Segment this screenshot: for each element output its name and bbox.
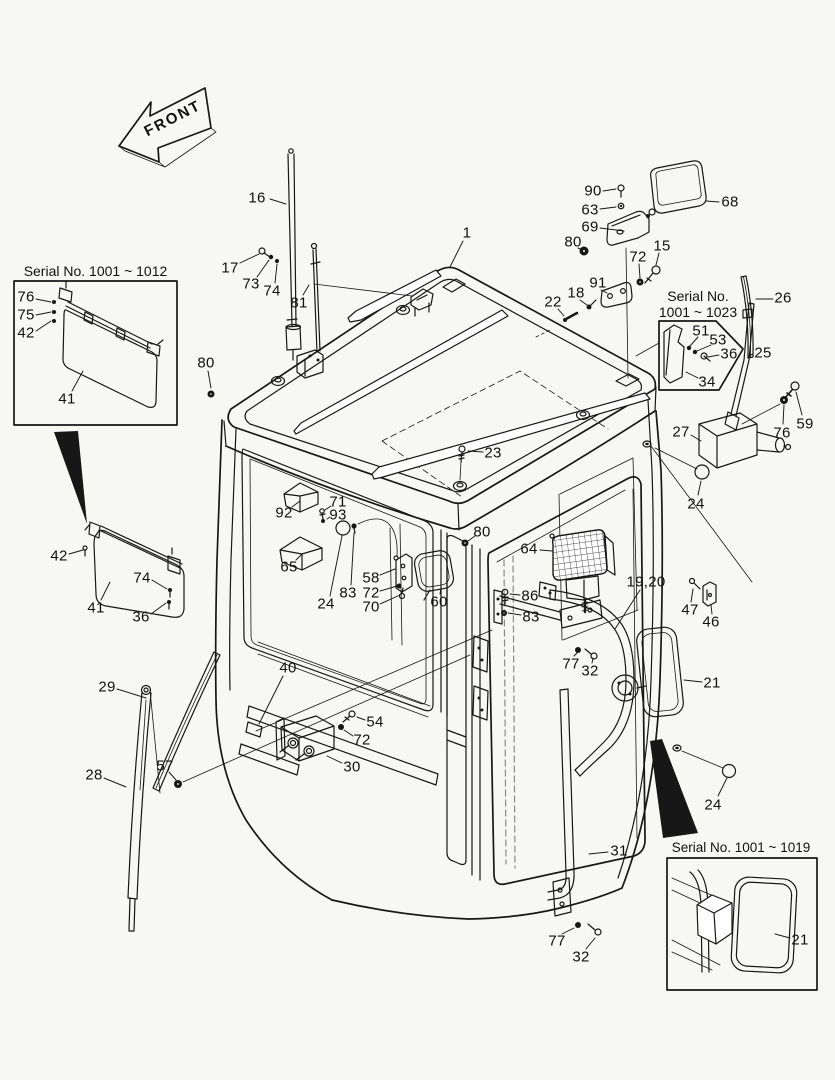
callout-53: 53 (709, 331, 727, 349)
callout-30: 30 (343, 758, 361, 776)
callout-74-antenna: 74 (263, 282, 281, 300)
callout-18: 18 (567, 284, 585, 302)
callout-71: 71 (329, 493, 347, 511)
callout-60: 60 (430, 593, 448, 611)
callout-24-right-lower: 24 (704, 796, 722, 814)
front-brackets-group (279, 482, 399, 571)
callout-92: 92 (275, 504, 293, 522)
callout-21-mirror: 21 (703, 674, 721, 692)
callout-65: 65 (280, 558, 298, 576)
callout-80-topright: 80 (564, 233, 582, 251)
callout-70: 70 (362, 598, 380, 616)
callout-63: 63 (581, 201, 599, 219)
leader-lines (35, 188, 803, 950)
callout-72-bottom: 72 (353, 731, 371, 749)
callout-76-right: 76 (773, 424, 791, 442)
callout-15: 15 (653, 237, 671, 255)
callout-46: 46 (702, 613, 720, 631)
callout-90: 90 (584, 182, 602, 200)
front-wiper-group (127, 629, 493, 932)
callout-54: 54 (366, 713, 384, 731)
callout-80-left: 80 (197, 354, 215, 372)
callout-32-bottom: 32 (572, 948, 590, 966)
callout-21-inset3: 21 (791, 931, 809, 949)
callout-36-inset2: 36 (720, 345, 738, 363)
callout-77-mid: 77 (562, 655, 580, 673)
callout-32-mid: 32 (581, 662, 599, 680)
handle-31-group (547, 688, 602, 936)
callout-68: 68 (721, 193, 739, 211)
inset-serial-1012-title: Serial No. 1001 ~ 1012 (23, 263, 168, 279)
callout-28: 28 (85, 766, 103, 784)
callout-24-center: 24 (317, 595, 335, 613)
callout-40: 40 (279, 659, 297, 677)
inset-box-serial-1023 (635, 320, 744, 391)
washer-pump-group (245, 710, 356, 762)
callout-19-20: 19,20 (626, 573, 666, 591)
callout-16: 16 (248, 189, 266, 207)
callout-41-inset1: 41 (58, 390, 76, 408)
pointer-wedge-bottom-right (650, 739, 698, 838)
mirror-21-group (538, 577, 717, 777)
small-plugs (207, 390, 469, 547)
callout-72-topright: 72 (629, 248, 647, 266)
front-arrow-shape (118, 87, 217, 168)
callout-51: 51 (692, 322, 710, 340)
callout-34: 34 (698, 373, 716, 391)
callout-17: 17 (221, 259, 239, 277)
callout-23: 23 (484, 444, 502, 462)
construction-lines (313, 283, 413, 297)
inset-box-serial-1019 (666, 857, 818, 991)
work-lamp-group (493, 529, 616, 629)
callout-47: 47 (681, 601, 699, 619)
callout-59: 59 (796, 415, 814, 433)
callout-83-right: 83 (522, 608, 540, 626)
callout-86: 86 (521, 587, 539, 605)
callout-41-visor: 41 (87, 599, 105, 617)
callout-31: 31 (610, 842, 628, 860)
sun-visor-main (82, 521, 185, 618)
inset-box-serial-1012 (13, 280, 178, 426)
inset-serial-1023-title-line2: 1001 ~ 1023 (658, 304, 738, 320)
beacon-lamp-group (535, 160, 707, 379)
callout-26: 26 (774, 289, 792, 307)
callout-27: 27 (672, 423, 690, 441)
callout-36-visor: 36 (132, 608, 150, 626)
callout-81: 81 (290, 294, 308, 312)
pointer-wedge-top-left (54, 431, 87, 524)
roof-caps (270, 278, 640, 492)
callout-29: 29 (98, 678, 116, 696)
side-plugs (642, 440, 753, 779)
cab-body (214, 266, 664, 920)
inset-serial-1019-title: Serial No. 1001 ~ 1019 (671, 840, 811, 855)
callout-72-center: 72 (362, 584, 380, 602)
callout-83-center: 83 (339, 584, 357, 602)
callout-24-right-upper: 24 (687, 495, 705, 513)
callout-91: 91 (589, 274, 607, 292)
callout-74-visor: 74 (133, 569, 151, 587)
callout-25: 25 (754, 344, 772, 362)
callout-93: 93 (329, 506, 347, 524)
callout-1: 1 (462, 224, 472, 242)
callout-58: 58 (362, 569, 380, 587)
callout-69: 69 (581, 218, 599, 236)
mirror-60-group (395, 550, 455, 601)
callout-42-visor: 42 (50, 547, 68, 565)
callout-80-window: 80 (473, 523, 491, 541)
antenna-assembly (258, 148, 324, 379)
callout-42-inset1: 42 (17, 324, 35, 342)
callout-22: 22 (544, 293, 562, 311)
rear-wiper-group (698, 275, 800, 469)
callout-77-bottom: 77 (548, 932, 566, 950)
callout-57: 57 (156, 757, 174, 775)
callout-64: 64 (520, 540, 538, 558)
callout-76-inset1: 76 (17, 288, 35, 306)
callout-73: 73 (242, 275, 260, 293)
inset-serial-1023-title-line1: Serial No. (667, 288, 729, 304)
callout-75-inset1: 75 (17, 306, 35, 324)
